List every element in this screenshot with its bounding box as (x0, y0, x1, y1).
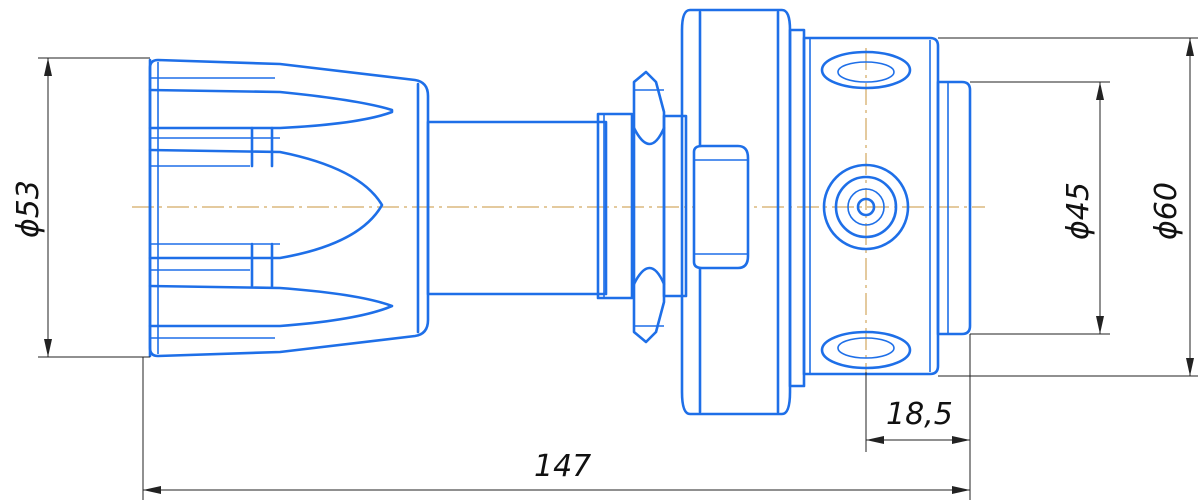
dimension-147-label: 147 (534, 449, 591, 484)
dimension-147: 147 (142, 357, 971, 500)
threaded-collar (596, 112, 688, 300)
dimension-d60-label: ϕ60 (1149, 182, 1184, 240)
shaft (426, 120, 608, 296)
center-fitting (822, 163, 910, 251)
dimension-d45-label: ϕ45 (1061, 182, 1096, 240)
knurled-knob (148, 58, 430, 358)
top-port (820, 50, 912, 90)
hex-nut (632, 70, 666, 344)
dimension-18-5-label: 18,5 (886, 397, 953, 432)
housing-body (788, 28, 940, 388)
dimension-d45: ϕ45 (970, 81, 1110, 335)
dimension-d60: ϕ60 (938, 37, 1198, 377)
flange-disc (680, 8, 792, 416)
outlet-stub (936, 80, 972, 336)
dimension-d53: ϕ53 (11, 57, 150, 358)
dimension-18-5: 18,5 (865, 334, 971, 452)
bottom-port (820, 330, 912, 370)
dimension-d53-label: ϕ53 (11, 180, 46, 238)
